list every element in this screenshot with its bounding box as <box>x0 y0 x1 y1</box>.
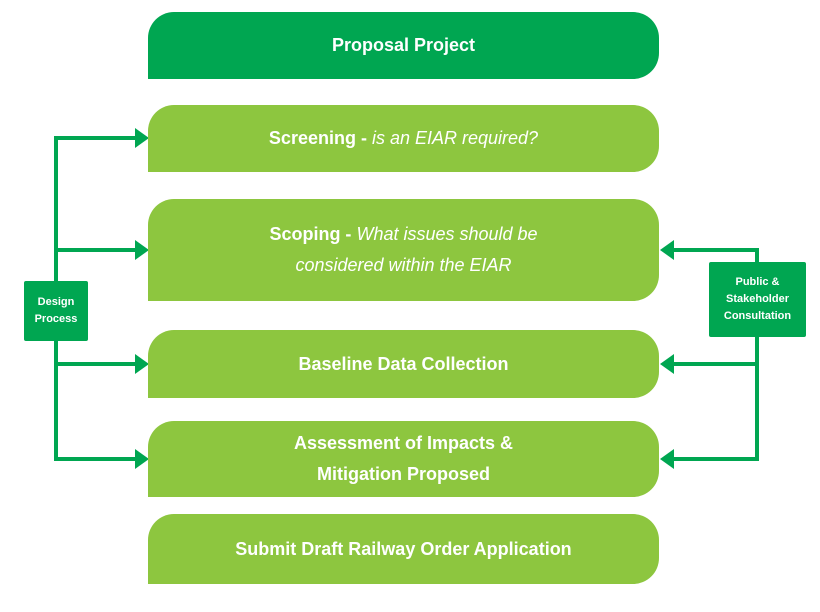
flow-box-proposal-project: Proposal Project <box>148 12 659 79</box>
consultation-to-assessment-line <box>672 457 757 461</box>
consultation-spine-line <box>755 248 759 461</box>
design-to-scoping-line <box>54 248 137 252</box>
public-stakeholder-consultation-label: Public & Stakeholder Consultation <box>723 275 792 323</box>
box-subtitle: is an EIAR required? <box>371 128 539 149</box>
box-text: Proposal Project <box>332 30 475 61</box>
flow-box-scoping: Scoping - What issues should be consider… <box>148 199 659 301</box>
flow-box-baseline-data-collection: Baseline Data Collection <box>148 330 659 398</box>
box-title: Screening - <box>268 128 367 149</box>
flow-box-screening: Screening - is an EIAR required? <box>148 105 659 172</box>
box-text: Submit Draft Railway Order Application <box>235 534 571 565</box>
consultation-to-scoping-line <box>672 248 757 252</box>
box-text: Assessment of Impacts & Mitigation Propo… <box>269 428 539 489</box>
public-stakeholder-consultation-label-box: Public & Stakeholder Consultation <box>709 262 806 337</box>
design-to-baseline-arrowhead-icon <box>135 354 149 374</box>
box-title: Assessment of Impacts & Mitigation Propo… <box>293 433 514 484</box>
box-text: Screening - is an EIAR required? <box>269 123 538 154</box>
design-to-screening-line <box>54 136 137 140</box>
design-to-baseline-line <box>54 362 137 366</box>
consultation-to-baseline-line <box>672 362 757 366</box>
box-title: Proposal Project <box>331 35 476 56</box>
design-to-screening-arrowhead-icon <box>135 128 149 148</box>
flow-box-assessment-of-impacts: Assessment of Impacts & Mitigation Propo… <box>148 421 659 497</box>
design-process-label: Design Process <box>34 295 78 325</box>
design-process-label-box: Design Process <box>24 281 88 341</box>
consultation-to-scoping-arrowhead-icon <box>660 240 674 260</box>
box-title: Baseline Data Collection <box>298 353 509 374</box>
box-title: Submit Draft Railway Order Application <box>235 538 572 559</box>
box-text: Baseline Data Collection <box>298 349 508 380</box>
box-text: Scoping - What issues should be consider… <box>239 219 569 280</box>
box-title: Scoping - <box>269 224 352 245</box>
design-to-assessment-arrowhead-icon <box>135 449 149 469</box>
design-to-assessment-line <box>54 457 137 461</box>
consultation-to-assessment-arrowhead-icon <box>660 449 674 469</box>
flow-box-submit-draft-railway-order: Submit Draft Railway Order Application <box>148 514 659 584</box>
design-to-scoping-arrowhead-icon <box>135 240 149 260</box>
box-subtitle: What issues should be considered within … <box>295 224 538 275</box>
consultation-to-baseline-arrowhead-icon <box>660 354 674 374</box>
